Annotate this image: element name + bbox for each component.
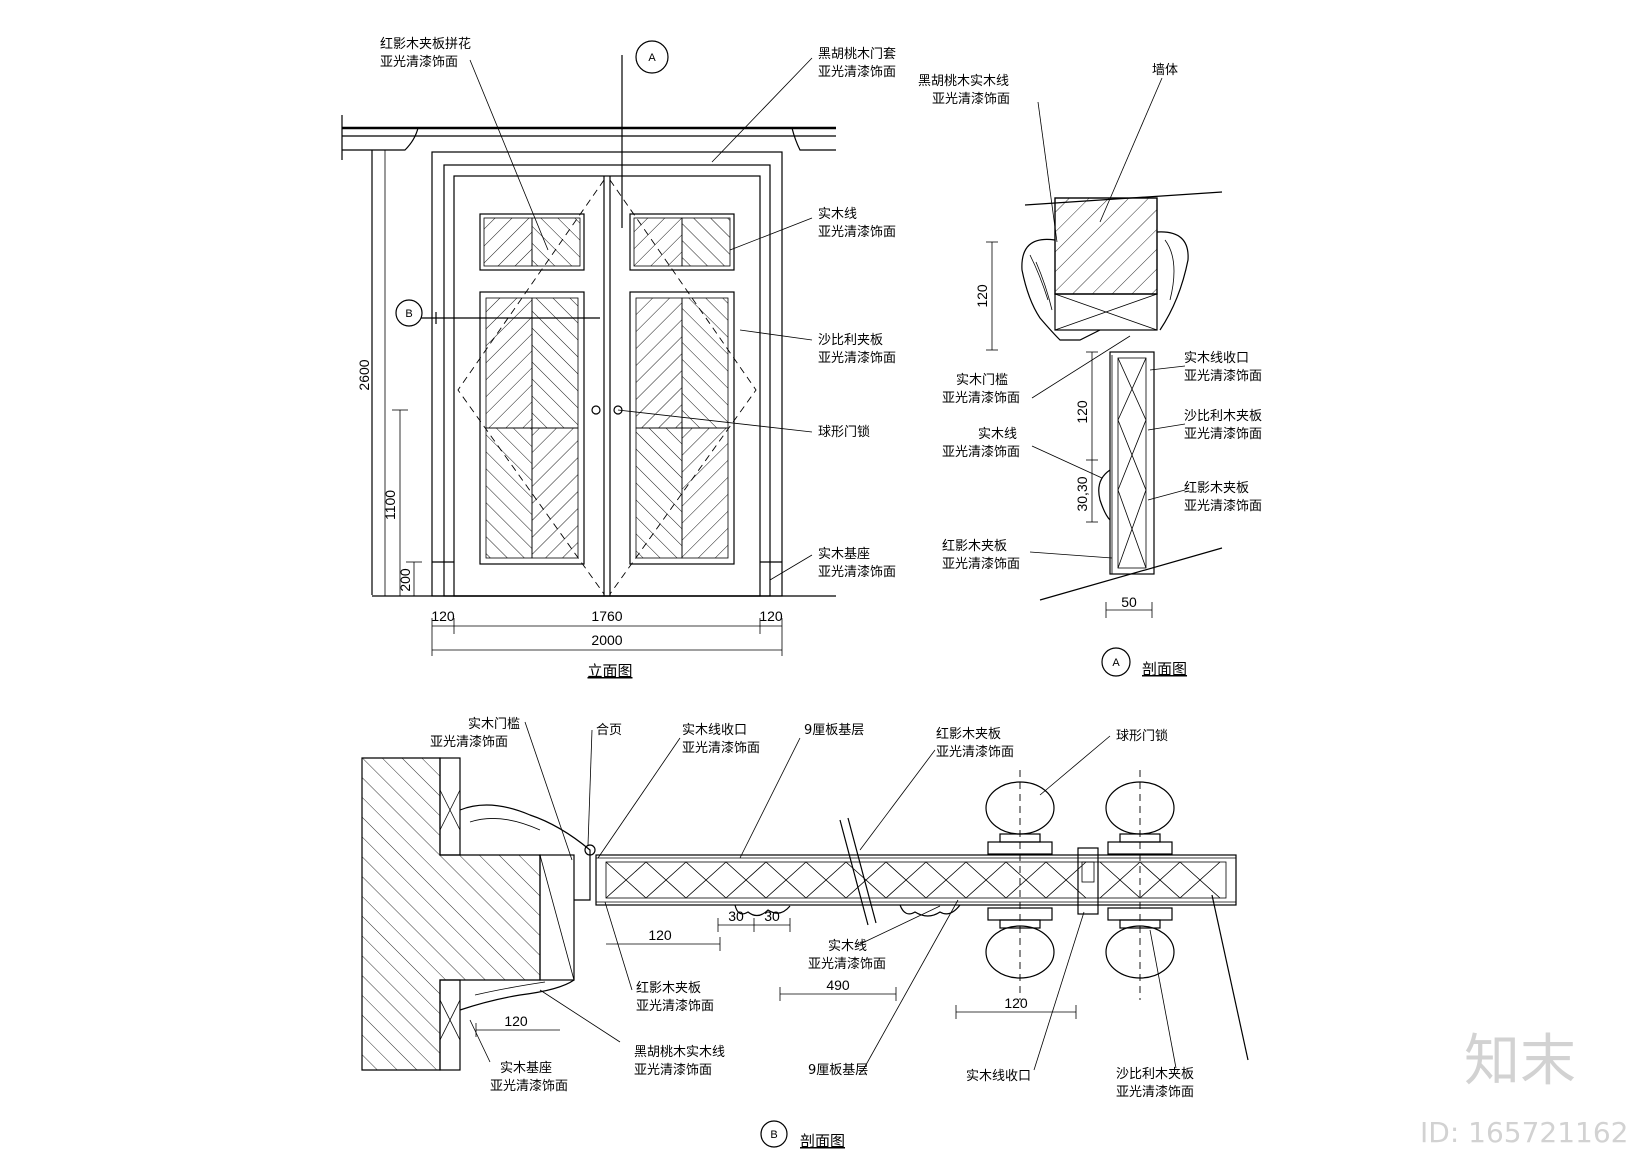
b-label-edge-bottom: 实木线收口 <box>966 1069 1031 1084</box>
b-label-hinge: 合页 <box>596 723 622 738</box>
a-dim-30: 30,30 <box>1074 476 1090 511</box>
b-leaf-crosses <box>605 861 1221 899</box>
dim-handle-height: 1100 <box>382 490 398 520</box>
a-label-edge: 实木线收口 <box>1184 351 1249 366</box>
b-label-ply-top: 9厘板基层 <box>804 723 864 738</box>
b-label-edge: 实木线收口 <box>682 723 747 738</box>
a-label-sapele: 沙比利木夹板 <box>1184 409 1262 424</box>
b-dim-120a: 120 <box>648 927 672 943</box>
a-label-redwood: 红影木夹板 <box>1184 480 1249 496</box>
a-label-wall: 墙体 <box>1152 63 1178 78</box>
watermark-logo: 知末 <box>1464 1029 1576 1094</box>
b-dim-490: 490 <box>826 977 850 993</box>
a-label-threshold-finish: 亚光清漆饰面 <box>942 390 1020 406</box>
label-moulding-finish: 亚光清漆饰面 <box>818 224 896 240</box>
b-label-ply-bottom: 9厘板基层 <box>808 1063 868 1078</box>
b-label-sapele-finish: 亚光清漆饰面 <box>1116 1084 1194 1100</box>
label-base-finish: 亚光清漆饰面 <box>818 564 896 580</box>
section-a-view: 120 120 30,30 50 黑胡桃木实木线 亚光清漆饰面 墙体 实木门槛 … <box>918 63 1262 678</box>
b-label-redwood-bottom: 红影木夹板 <box>636 980 701 996</box>
b-label-sapele: 沙比利木夹板 <box>1116 1067 1194 1082</box>
a-label-edge-finish: 亚光清漆饰面 <box>1184 368 1262 384</box>
label-panel-pattern: 红影木夹板拼花 <box>380 36 471 52</box>
b-label-redwood: 红影木夹板 <box>936 726 1001 742</box>
b-label-threshold: 实木门槛 <box>468 717 520 732</box>
elevation-view: A B 2600 1100 200 120 1760 120 2000 <box>341 36 896 680</box>
a-label-moulding-finish: 亚光清漆饰面 <box>942 444 1020 460</box>
label-frame: 黑胡桃木门套 <box>818 46 896 62</box>
section-marker-b: B <box>405 308 412 320</box>
watermark-id: ID: 165721162 <box>1420 1116 1628 1149</box>
section-b-view: 120 30 30 490 120 120 实木门槛 亚光清漆饰面 <box>361 717 1249 1150</box>
b-title-marker: B <box>770 1129 777 1141</box>
section-marker-a: A <box>648 52 656 64</box>
b-label-walnut-finish: 亚光清漆饰面 <box>634 1062 712 1078</box>
hinge-icon <box>584 844 596 856</box>
label-sapele: 沙比利夹板 <box>818 333 883 348</box>
b-label-moulding: 实木线 <box>828 939 867 954</box>
b-dim-120c: 120 <box>504 1013 528 1029</box>
b-label-walnut: 黑胡桃木实木线 <box>634 1045 725 1060</box>
dim-height-total: 2600 <box>356 359 372 390</box>
a-title-marker: A <box>1112 657 1120 669</box>
b-label-base-finish: 亚光清漆饰面 <box>490 1078 568 1094</box>
a-dim-50: 50 <box>1121 594 1137 610</box>
section-a-title: 剖面图 <box>1142 660 1187 678</box>
b-dim-30b: 30 <box>764 908 780 924</box>
b-label-redwood-bottom-finish: 亚光清漆饰面 <box>636 998 714 1014</box>
b-dim-120b: 120 <box>1004 995 1028 1011</box>
label-base: 实木基座 <box>818 547 870 562</box>
a-label-walnut: 黑胡桃木实木线 <box>918 74 1009 89</box>
a-label-walnut-finish: 亚光清漆饰面 <box>932 91 1010 107</box>
dim-width-door: 1760 <box>591 608 622 624</box>
a-label-sapele-finish: 亚光清漆饰面 <box>1184 426 1262 442</box>
right-knob-icon <box>613 405 623 415</box>
dim-base-height: 200 <box>397 568 413 592</box>
left-knob-icon <box>591 405 601 415</box>
a-label-moulding: 实木线 <box>978 427 1017 442</box>
a-dim-120b: 120 <box>1074 400 1090 424</box>
section-b-title: 剖面图 <box>800 1132 845 1150</box>
b-label-lock: 球形门锁 <box>1116 728 1168 744</box>
a-dim-120a: 120 <box>974 284 990 308</box>
label-moulding: 实木线 <box>818 207 857 222</box>
dim-width-total: 2000 <box>591 632 622 648</box>
label-panel-pattern-finish: 亚光清漆饰面 <box>380 54 458 70</box>
a-label-redwood-bottom-finish: 亚光清漆饰面 <box>942 556 1020 572</box>
b-label-base: 实木基座 <box>500 1061 552 1076</box>
elevation-title: 立面图 <box>587 662 632 680</box>
a-label-redwood-bottom: 红影木夹板 <box>942 538 1007 554</box>
b-dim-30: 30 <box>728 908 744 924</box>
b-label-threshold-finish: 亚光清漆饰面 <box>430 734 508 750</box>
b-label-moulding-finish: 亚光清漆饰面 <box>808 956 886 972</box>
dim-width-right: 120 <box>759 608 783 624</box>
label-sapele-finish: 亚光清漆饰面 <box>818 350 896 366</box>
b-label-edge-finish: 亚光清漆饰面 <box>682 740 760 756</box>
a-label-redwood-finish: 亚光清漆饰面 <box>1184 498 1262 514</box>
b-label-redwood-finish: 亚光清漆饰面 <box>936 744 1014 760</box>
label-lock: 球形门锁 <box>818 424 870 440</box>
dim-width-left: 120 <box>431 608 455 624</box>
label-frame-finish: 亚光清漆饰面 <box>818 64 896 80</box>
a-label-threshold: 实木门槛 <box>956 373 1008 388</box>
